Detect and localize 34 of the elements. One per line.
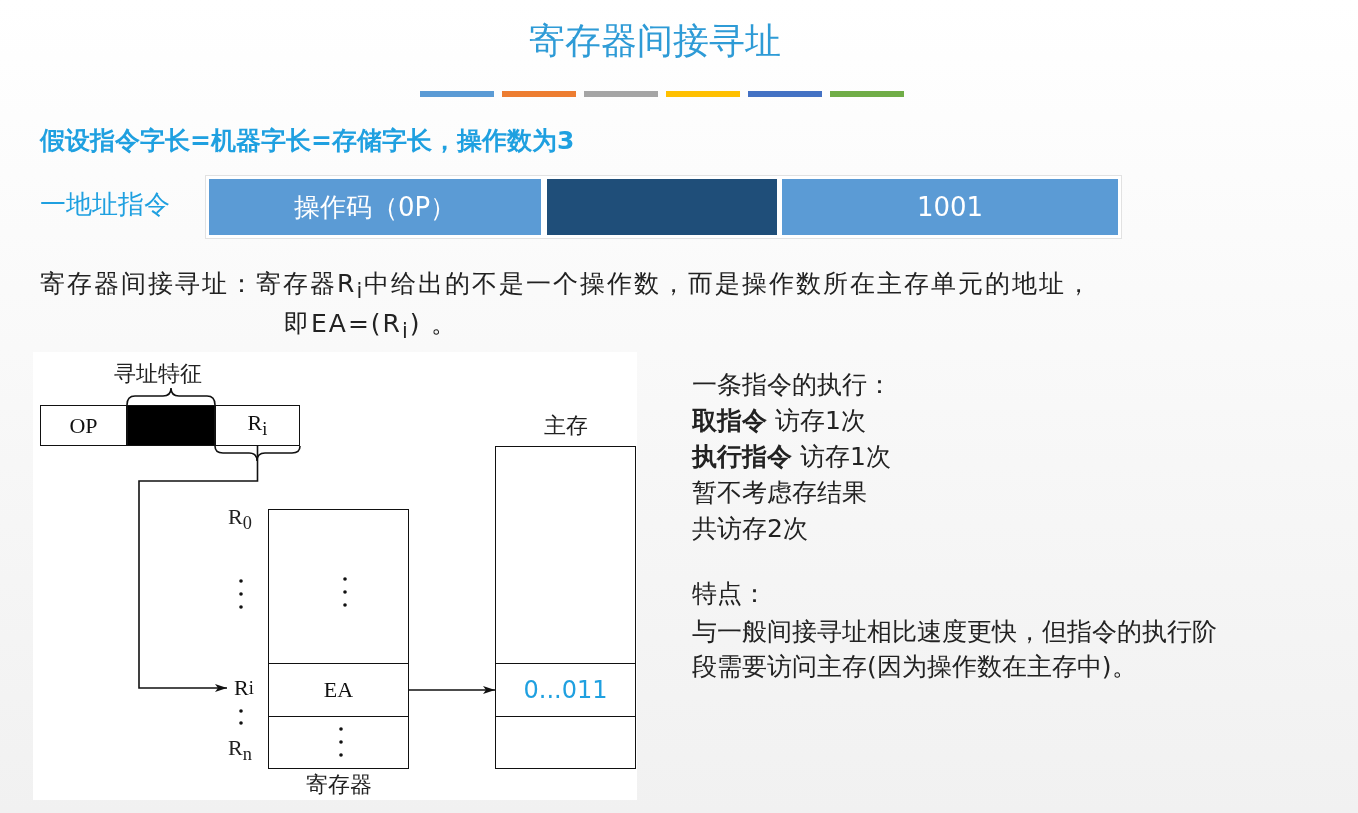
note-heading: 特点： [692, 578, 767, 610]
register-cell [215, 405, 300, 446]
register-label: R$_{0}$ [228, 503, 252, 536]
addressing-mode-cell [127, 405, 215, 446]
bracket-label: 寻址特征 [114, 360, 202, 388]
column-caption: 寄存器 [304, 771, 373, 799]
memory-cell [495, 663, 636, 717]
register-cell [268, 663, 409, 717]
note-text: 共访存2次 [692, 513, 808, 545]
row-label: 一地址指令 [40, 188, 170, 221]
register-label: R$_{n}$ [228, 734, 252, 767]
cell-label: OP [69, 412, 98, 439]
note-text: 一条指令的执行： [692, 369, 892, 401]
note-text: 暂不考虑存结果 [692, 477, 867, 509]
title: 寄存器间接寻址 [528, 19, 782, 63]
cell-label: EA [323, 677, 354, 703]
column-caption: 主存 [542, 412, 589, 440]
opcode-field [209, 179, 541, 235]
note-text: 执行指令 访存1次 [692, 441, 891, 473]
addressing-field [547, 179, 777, 235]
field-label: 1001 [916, 192, 984, 222]
cell-label: R$_{i}$ [247, 410, 268, 441]
assumption-note: 假设指令字长=机器字长=存储字长，操作数为3 [40, 125, 575, 157]
note-text: 与一般间接寻址相比速度更快，但指令的执行阶段需要访问主存(因为操作数在主存中)。 [692, 616, 1218, 683]
address-field [782, 179, 1118, 235]
note-text: 取指令 访存1次 [692, 405, 866, 437]
opcode-cell [40, 405, 127, 446]
arrow [138, 445, 259, 692]
register-cell [268, 509, 409, 664]
field-label: 操作码（0P） [293, 190, 457, 224]
arrow [408, 686, 496, 694]
memory-cell [495, 716, 636, 769]
cell-value: 0...011 [523, 676, 608, 704]
definition-text: 寄存器间接寻址：寄存器R$_{i}$中给出的不是一个操作数，而是操作数所在主存单元的地址，即EA=(R$_{i}$) 。 [40, 268, 1095, 346]
